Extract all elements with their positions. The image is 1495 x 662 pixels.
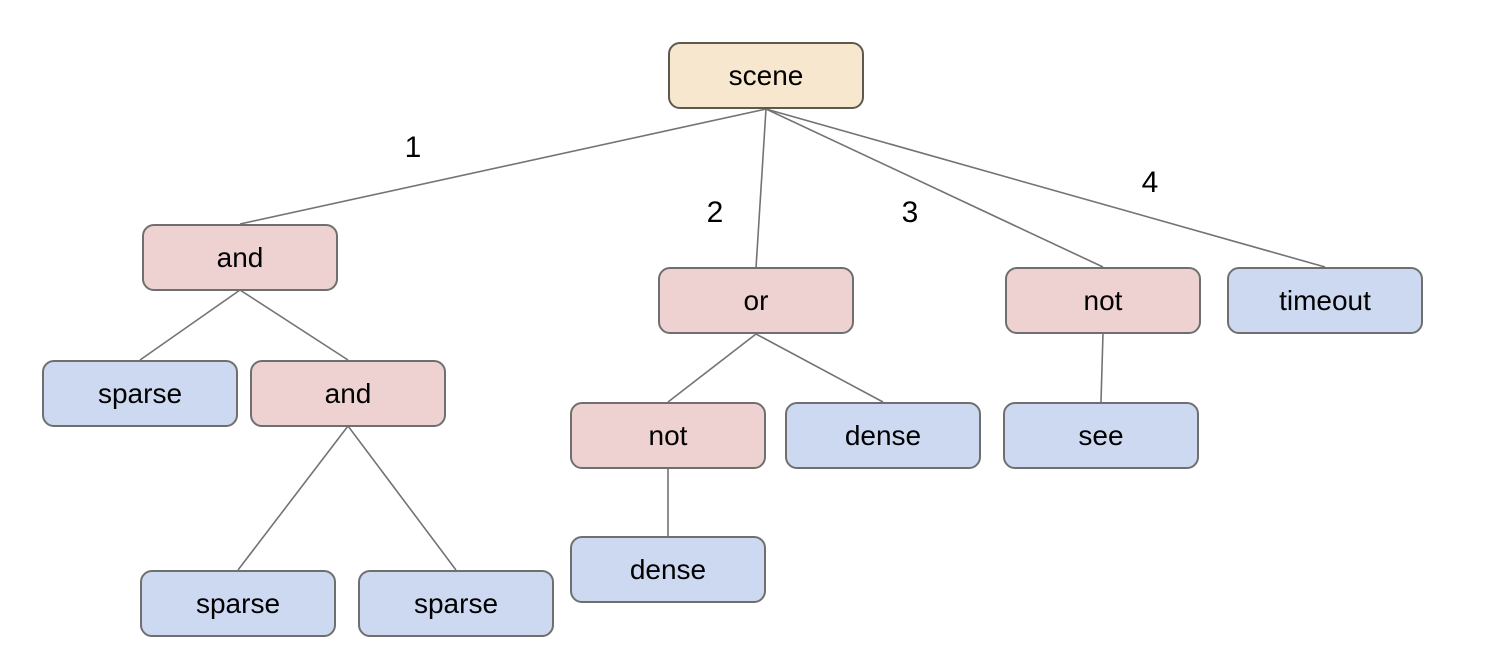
edge-label-1: 1 [404, 131, 422, 164]
edge-scene-and [239, 108, 767, 225]
edge-label-4: 4 [1141, 166, 1159, 199]
edge-and-and [239, 289, 349, 361]
node-and-1: and [142, 224, 338, 291]
node-and-2-label: and [324, 377, 372, 409]
node-and-1-label: and [216, 241, 264, 273]
node-see-label: see [1078, 419, 1124, 451]
node-see: see [1003, 402, 1199, 469]
node-sparse-1: sparse [42, 360, 238, 427]
node-timeout: timeout [1227, 267, 1423, 334]
node-sparse-2: sparse [140, 570, 336, 637]
node-sparse-3-label: sparse [413, 587, 499, 619]
node-sparse-2-label: sparse [195, 587, 281, 619]
node-not-2: not [570, 402, 766, 469]
edge-scene-or [755, 108, 767, 269]
edge-scene-not [765, 108, 1104, 268]
edge-label-3: 3 [901, 196, 919, 229]
edge-or-not [667, 333, 757, 403]
node-dense-1-label: dense [844, 419, 922, 451]
node-not-1-label: not [1083, 284, 1123, 316]
node-sparse-1-label: sparse [97, 377, 183, 409]
node-timeout-label: timeout [1279, 284, 1371, 316]
node-not-2-label: not [648, 419, 688, 451]
edge-or-dense [755, 333, 884, 403]
edge-and2-sparse3 [347, 425, 457, 571]
node-scene-label: scene [728, 59, 804, 91]
node-dense-2-label: dense [629, 553, 707, 585]
edge-and-sparse [139, 289, 241, 361]
edge-not-see [1100, 332, 1104, 403]
edge-label-2: 2 [706, 196, 724, 229]
node-sparse-3: sparse [358, 570, 554, 637]
node-scene: scene [668, 42, 864, 109]
edge-scene-timeout [765, 108, 1326, 268]
edge-and2-sparse2 [237, 425, 349, 571]
node-dense-2: dense [570, 536, 766, 603]
node-or: or [658, 267, 854, 334]
node-and-2: and [250, 360, 446, 427]
node-not-1: not [1005, 267, 1201, 334]
node-or-label: or [743, 284, 769, 316]
node-dense-1: dense [785, 402, 981, 469]
